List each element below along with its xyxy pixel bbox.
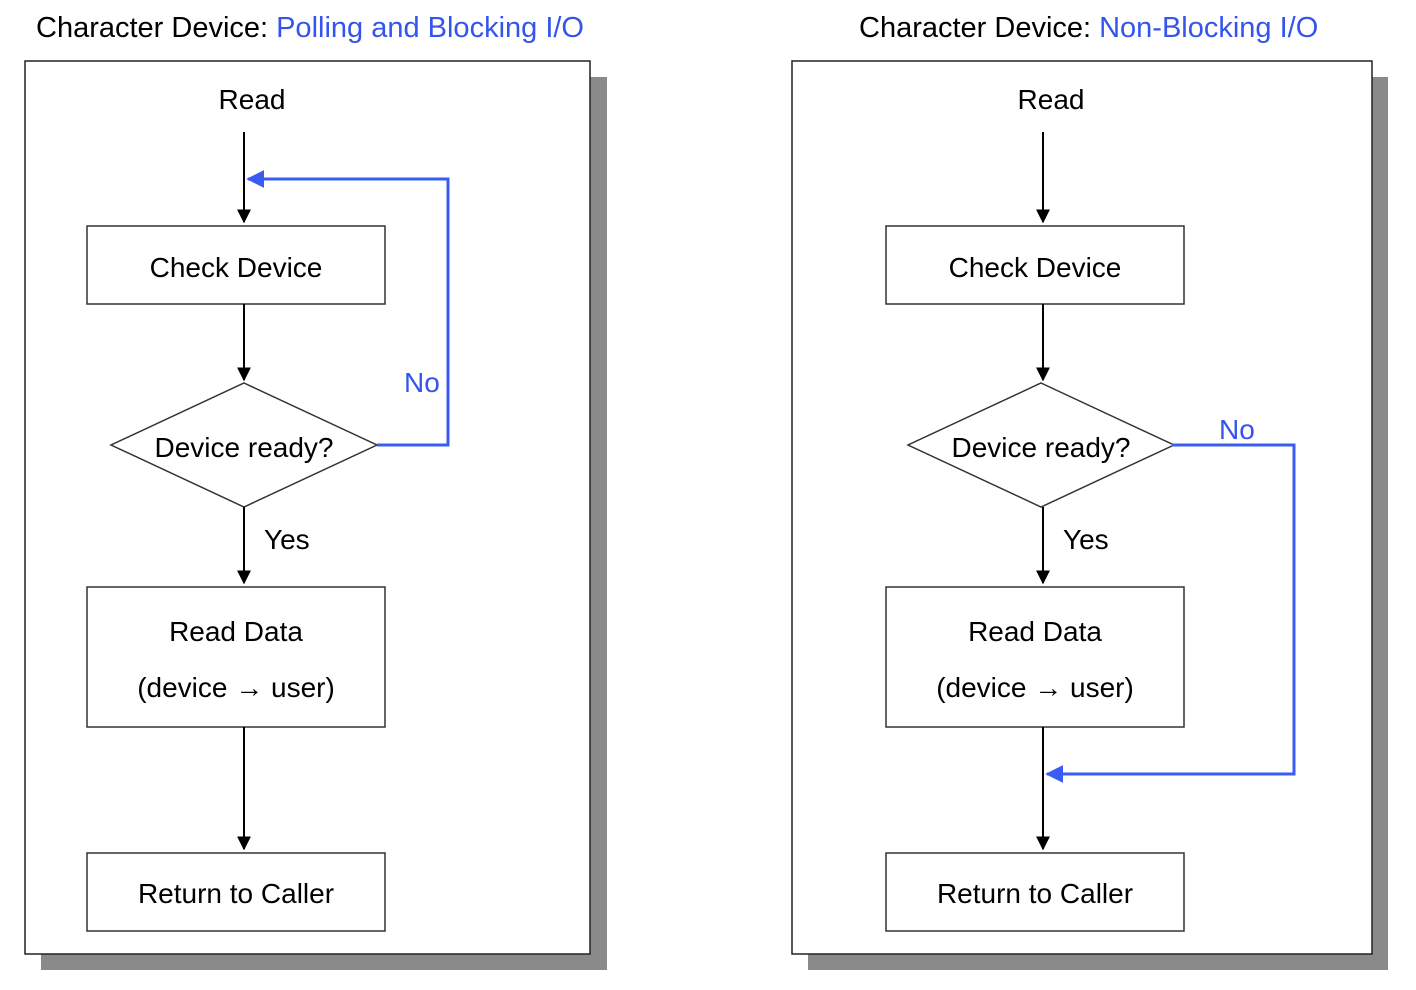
right-check-device-box [885, 225, 1185, 305]
right-panel: Character Device:Non-Blocking I/O Read C… [791, 12, 1388, 970]
right-frame [791, 60, 1373, 955]
right-decision-diamond [906, 382, 1176, 508]
right-no-bypass-arrow [1045, 443, 1296, 783]
left-branch-no-label: No [404, 367, 440, 398]
right-return-box [885, 852, 1185, 932]
left-decision-label: Device ready? [155, 432, 334, 463]
left-panel: Character Device:Polling and Blocking I/… [24, 12, 607, 970]
left-panel-title: Character Device:Polling and Blocking I/… [36, 12, 584, 44]
left-frame [24, 60, 591, 955]
right-check-device-label: Check Device [949, 252, 1122, 283]
left-title-prefix: Character Device: [36, 12, 268, 44]
right-title-accent: Non-Blocking I/O [1099, 12, 1318, 44]
right-panel-title: Character Device:Non-Blocking I/O [859, 12, 1318, 44]
right-branch-yes-label: Yes [1063, 524, 1109, 555]
right-start-label: Read [1018, 84, 1085, 115]
right-read-data-box [885, 586, 1185, 728]
left-read-data-sublabel: (device → user) [137, 672, 335, 703]
left-read-data-label: Read Data [169, 616, 303, 647]
left-read-data-box [86, 586, 386, 728]
right-title-prefix: Character Device: [859, 12, 1091, 44]
left-return-box [86, 852, 386, 932]
right-read-data-sublabel: (device → user) [936, 672, 1134, 703]
left-title-accent: Polling and Blocking I/O [276, 12, 584, 44]
right-decision-label: Device ready? [952, 432, 1131, 463]
left-start-label: Read [219, 84, 286, 115]
left-check-device-label: Check Device [150, 252, 323, 283]
right-read-data-label: Read Data [968, 616, 1102, 647]
left-return-label: Return to Caller [138, 878, 334, 909]
left-branch-yes-label: Yes [264, 524, 310, 555]
right-return-label: Return to Caller [937, 878, 1133, 909]
right-branch-no-label: No [1219, 414, 1255, 445]
left-check-device-box [86, 225, 386, 305]
left-no-loop-arrow [246, 170, 450, 447]
